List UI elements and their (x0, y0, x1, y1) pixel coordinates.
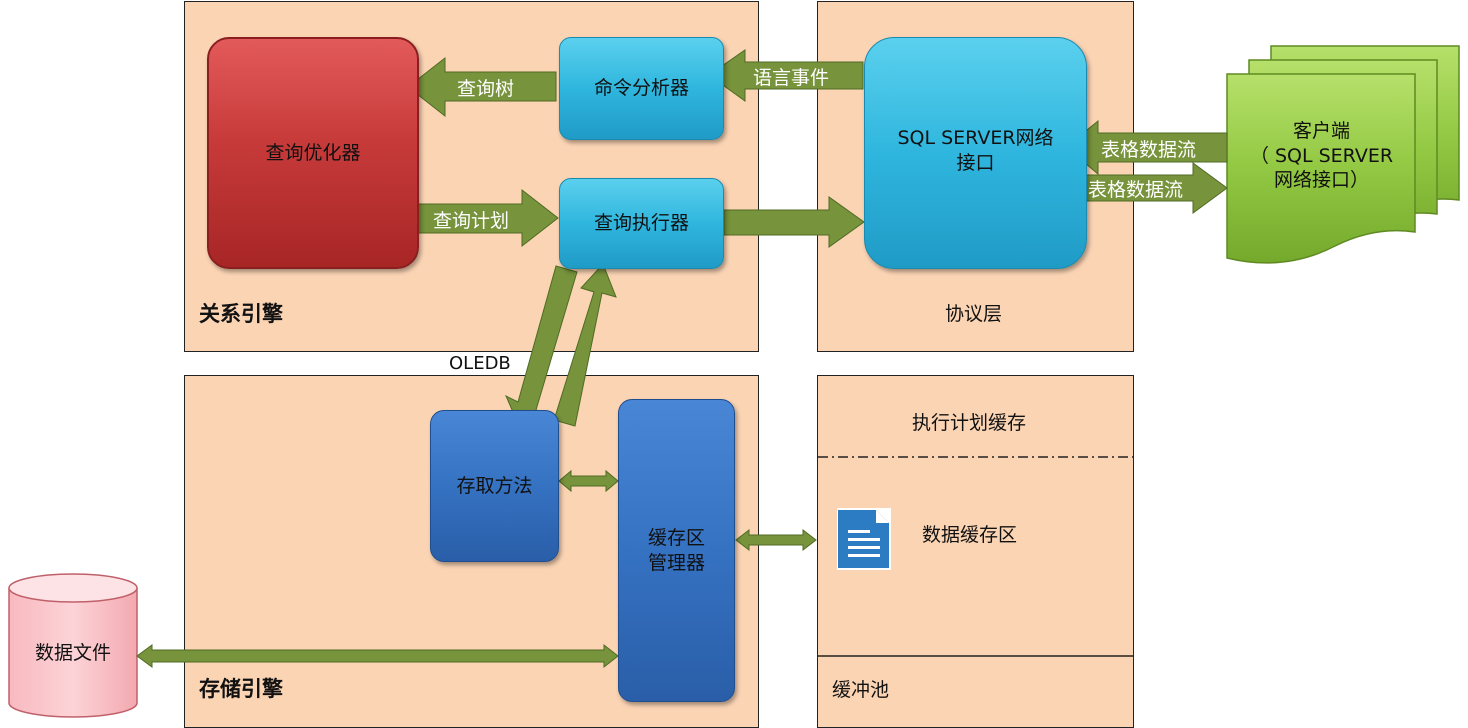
network-interface-label-line1: SQL SERVER网络 (897, 127, 1054, 149)
buffer-manager: 缓存区 管理器 (618, 399, 735, 702)
buffer-manager-label-line1: 缓存区 (647, 526, 705, 549)
file-buffer-arrow (136, 643, 619, 669)
buffer-pool-title: 缓冲池 (832, 679, 890, 701)
plan-cache-label: 执行计划缓存 (912, 412, 1027, 434)
oledb-label: OLEDB (449, 353, 511, 374)
query-executor-label: 查询执行器 (593, 212, 689, 235)
relational-engine-title: 关系引擎 (199, 302, 283, 326)
query-tree-label: 查询树 (457, 78, 515, 100)
query-optimizer: 查询优化器 (207, 37, 419, 269)
command-parser: 命令分析器 (559, 37, 724, 140)
buffer-manager-label-line2: 管理器 (647, 551, 705, 574)
executor-to-network-arrow (723, 196, 865, 248)
storage-engine-title: 存储引擎 (199, 677, 283, 701)
query-tree-arrow (407, 56, 557, 118)
data-file-cylinder (8, 573, 138, 718)
command-parser-label: 命令分析器 (593, 77, 689, 100)
tds-in-label: 表格数据流 (1101, 139, 1197, 161)
access-buffer-arrow (558, 469, 619, 493)
data-cache-label: 数据缓存区 (922, 524, 1018, 546)
data-file-label: 数据文件 (34, 641, 111, 664)
tds-out-label: 表格数据流 (1088, 179, 1184, 201)
access-methods-label: 存取方法 (456, 474, 533, 497)
client-label-line2: （ SQL SERVER (1249, 144, 1394, 167)
language-event-label: 语言事件 (753, 67, 830, 89)
query-optimizer-label: 查询优化器 (265, 141, 361, 164)
language-event-arrow (708, 49, 864, 102)
access-methods: 存取方法 (430, 410, 559, 562)
client-document-stack (1226, 45, 1460, 264)
document-icon (837, 508, 891, 570)
protocol-layer-title: 协议层 (945, 303, 1003, 325)
tds-out-arrow (1065, 162, 1228, 214)
query-executor: 查询执行器 (559, 178, 724, 269)
client-label-line3: 网络接口） (1273, 169, 1369, 192)
query-plan-arrow (406, 188, 559, 248)
oledb-up-arrow (553, 263, 617, 427)
sql-server-network-interface: SQL SERVER网络 接口 (864, 37, 1087, 269)
client-label: 客户端 （ SQL SERVER 网络接口） (1234, 116, 1409, 196)
buffer-cache-arrow (735, 528, 817, 552)
client-label-line1: 客户端 (1292, 119, 1350, 142)
query-plan-label: 查询计划 (433, 210, 510, 232)
network-interface-label-line2: 接口 (956, 151, 995, 174)
